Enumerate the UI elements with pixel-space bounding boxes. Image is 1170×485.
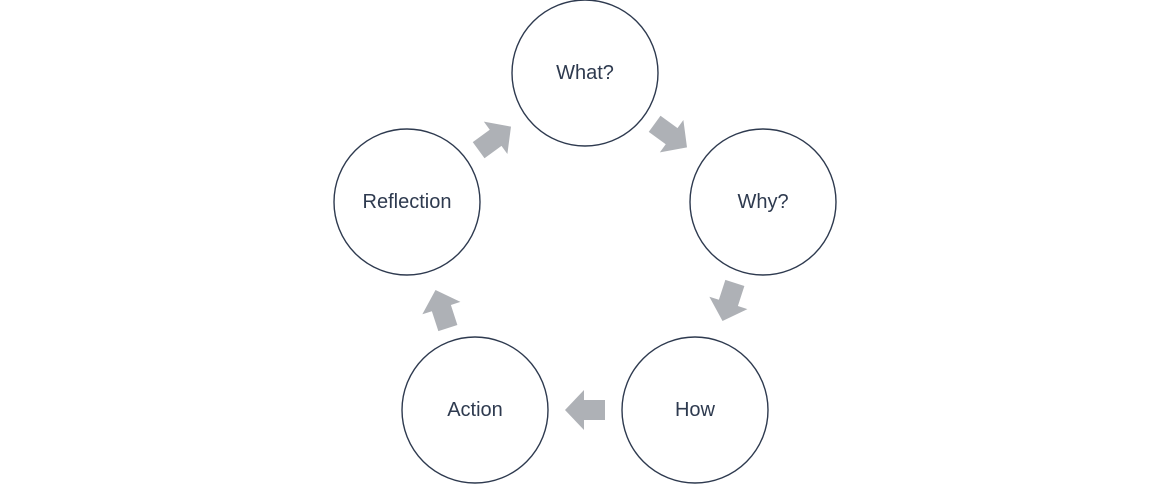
arrow-how-to-action	[565, 390, 605, 430]
node-reflection-circle	[333, 128, 481, 276]
node-what-circle	[511, 0, 659, 147]
node-how: How	[621, 336, 769, 484]
node-action: Action	[401, 336, 549, 484]
node-what: What?	[511, 0, 659, 147]
arrow-why-to-how	[709, 279, 748, 321]
node-reflection: Reflection	[333, 128, 481, 276]
node-why-label: Why?	[737, 191, 788, 213]
node-reflection-label: Reflection	[363, 191, 452, 213]
node-action-circle	[401, 336, 549, 484]
arrow-what-to-why	[648, 115, 687, 153]
node-action-label: Action	[447, 399, 503, 421]
node-how-label: How	[675, 399, 716, 421]
node-why-circle	[689, 128, 837, 276]
arrow-reflection-to-what	[472, 121, 511, 159]
node-why: Why?	[689, 128, 837, 276]
node-how-circle	[621, 336, 769, 484]
node-what-label: What?	[556, 62, 614, 84]
arrow-action-to-reflection	[422, 290, 461, 332]
